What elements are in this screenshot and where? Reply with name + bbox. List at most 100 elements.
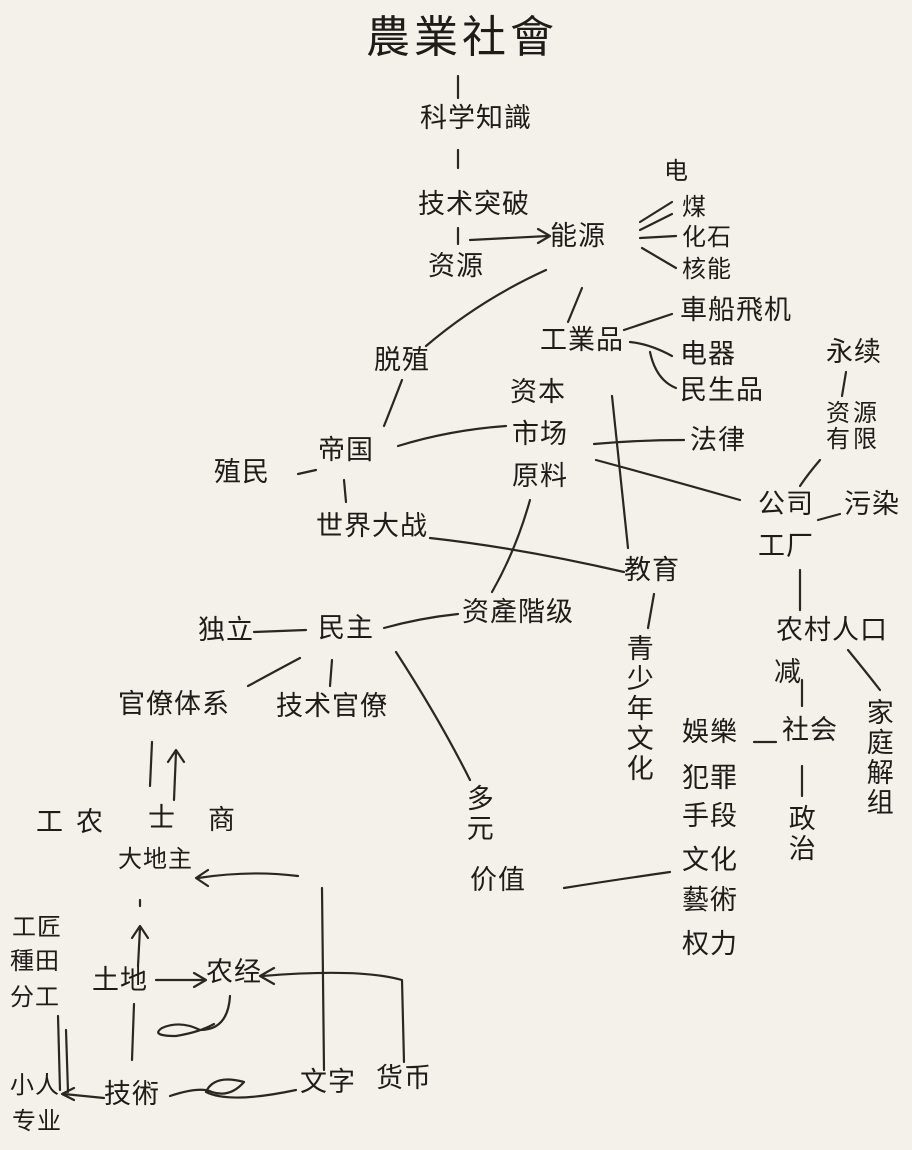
node-yuanliao: 原料 [512,461,568,492]
node-shang: 商 [208,805,236,836]
node-ziyuan: 资源 [428,251,484,282]
node-fanzui: 犯罪 [682,763,738,794]
node-shehui: 社会 [782,715,838,746]
node-duoyuan: 多元 [461,784,493,844]
link-nengyuan-hedian [640,246,678,270]
node-dian: 电 [664,157,689,185]
arrow-guanliao-up [166,748,186,802]
node-guanliao: 官僚体系 [118,689,230,720]
link-diguo-zhimin [296,468,318,476]
node-jianshao: 减 [774,657,802,688]
link-diguo-dazhan [342,478,348,504]
link-minzhu-guanliao [246,656,302,688]
link-jishu-wenzi [168,1078,298,1099]
node-jiaoyu: 教育 [624,555,680,586]
node-jiating: 家庭解组 [861,698,893,818]
node-nengyuan: 能源 [550,221,606,252]
node-jiazhi: 价值 [470,865,526,896]
node-tudi: 土地 [92,965,148,996]
node-gong: 工 [36,807,64,838]
node-minzhu: 民主 [318,613,374,644]
node-kexue: 科学知識 [420,103,532,134]
node-gongyepin: 工業品 [540,325,624,356]
node-che-chuan-ji: 車船飛机 [680,295,792,326]
link-nengyuan-mei2 [638,212,674,232]
link-jiaoyu-qing [646,592,656,630]
node-hedian: 核能 [682,255,732,283]
link-nengyuan-gongyepin [566,286,584,324]
node-falv: 法律 [690,425,746,456]
node-dadizhu: 大地主 [118,845,193,873]
link-tudi-jishu [130,1002,136,1062]
node-jishu: 技術 [104,1079,160,1110]
node-xiaoren: 小人 [10,1071,60,1099]
link-gongsi-wuran [816,512,842,522]
link-fengong-down [56,1014,70,1094]
node-ziyuan-youxian: 资源有限 [826,399,880,454]
node-nongcun: 农村人口 [776,615,888,646]
link-guanliao-left [148,740,154,788]
link-minzhu-zichan [382,612,460,630]
node-dianqi: 电器 [680,339,736,370]
node-fengong: 分工 [10,983,60,1011]
link-nengyuan-huashi [638,234,678,240]
node-zhongtian: 種田 [10,947,60,975]
node-shouduan: 手段 [682,801,738,832]
link-tuoli-diguo [382,378,404,428]
link-long-vertical [320,886,326,1072]
node-yongxu: 永续 [826,337,882,368]
node-gongchang: 工厂 [758,531,814,562]
node-yishu: 藝術 [682,885,738,916]
node-shijie-dazhan: 世界大战 [316,511,428,542]
node-zhimin: 殖民 [214,457,270,488]
link-minzhu-duoyuan [394,650,472,782]
node-quanli: 权力 [682,929,738,960]
link-shichang-gongsi [594,458,742,502]
link-yongxu-ziyuan [840,370,848,398]
link-gongyepin-jiaoyu [610,394,630,550]
node-zhengzhi: 政治 [783,804,815,864]
arrow-tudi-dadizhu [130,924,150,968]
node-gongsi: 公司 [758,489,814,520]
node-qingshaonian: 青少年文化 [621,634,653,784]
arrow-to-dadizhu [194,868,300,888]
node-zhuandian: 专业 [12,1107,62,1135]
node-wenzi: 文字 [300,1067,356,1098]
link-ziyuan-gongsi [798,458,822,488]
link-diguo-shichang [396,424,508,448]
node-shichang: 市场 [512,419,568,450]
link-shichang-falv [592,438,686,446]
link-duli-minzhu [252,628,308,634]
node-zichan-jieji: 资產階级 [462,597,574,628]
node-huobi: 货币 [376,1063,432,1094]
link-nongjing-loop [157,994,232,1038]
node-nongjing: 农经 [206,957,262,988]
link-nengyuan-mei [638,200,674,224]
link-dazhan-jiaoyu [428,536,626,574]
link-minzhu-jishuguan [328,658,334,688]
node-ziben: 资本 [510,377,566,408]
link-gongyepin-dianqi [628,340,674,358]
node-jishu-tupo: 技术突破 [418,189,530,220]
node-duli: 独立 [198,615,254,646]
node-minshengpin: 民生品 [680,375,764,406]
arrow-huobi-nongjing [258,966,406,1064]
arrow-tudi-nongjing [154,971,208,989]
node-wenhua: 文化 [682,845,738,876]
node-gongjiang: 工匠 [12,913,62,941]
node-jishu-guanliao: 技术官僚 [276,691,388,722]
node-wuran: 污染 [844,489,900,520]
node-yule: 娛樂 [682,717,738,748]
link-gongyepin-che [622,312,674,332]
diagram-title: 農業社會 [366,12,558,63]
node-nong: 农 [76,807,104,838]
link-nongcun-jiating [846,648,882,692]
link-jiazhi-wenhua [562,870,672,890]
node-mei: 煤 [682,193,707,221]
node-huashi: 化石 [682,223,732,251]
node-shi: 士 [148,803,176,834]
node-diguo: 帝国 [318,435,374,466]
link-gongyepin-minsheng [648,350,678,390]
node-tuoli: 脱殖 [374,345,430,376]
